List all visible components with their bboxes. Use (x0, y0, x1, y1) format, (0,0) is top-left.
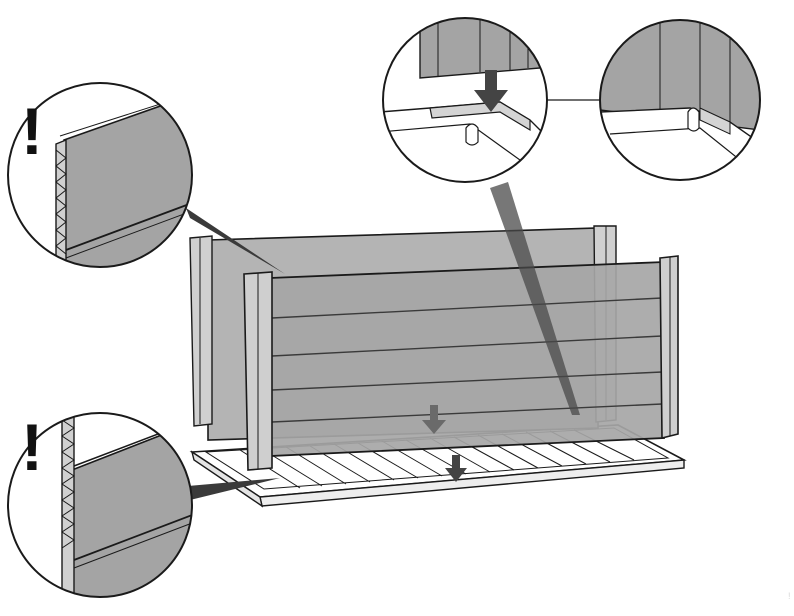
connector-wedge-top-center (490, 182, 580, 415)
connector-wedge-bottom-left (188, 478, 280, 500)
down-arrow (445, 455, 467, 482)
front-panel (243, 255, 679, 471)
callout-top-right (599, 19, 761, 181)
down-arrow (422, 405, 446, 434)
callout-top-left: ! (7, 82, 193, 268)
corner-mark: ! (788, 591, 791, 601)
connector-wedge-top-left (186, 208, 285, 274)
callout-top-center (382, 17, 548, 183)
callout-bottom-left: ! (7, 410, 193, 598)
down-arrow (474, 70, 508, 112)
warning-mark: ! (21, 94, 43, 168)
front-panel-ribs (271, 297, 663, 423)
warning-mark: ! (21, 410, 43, 484)
